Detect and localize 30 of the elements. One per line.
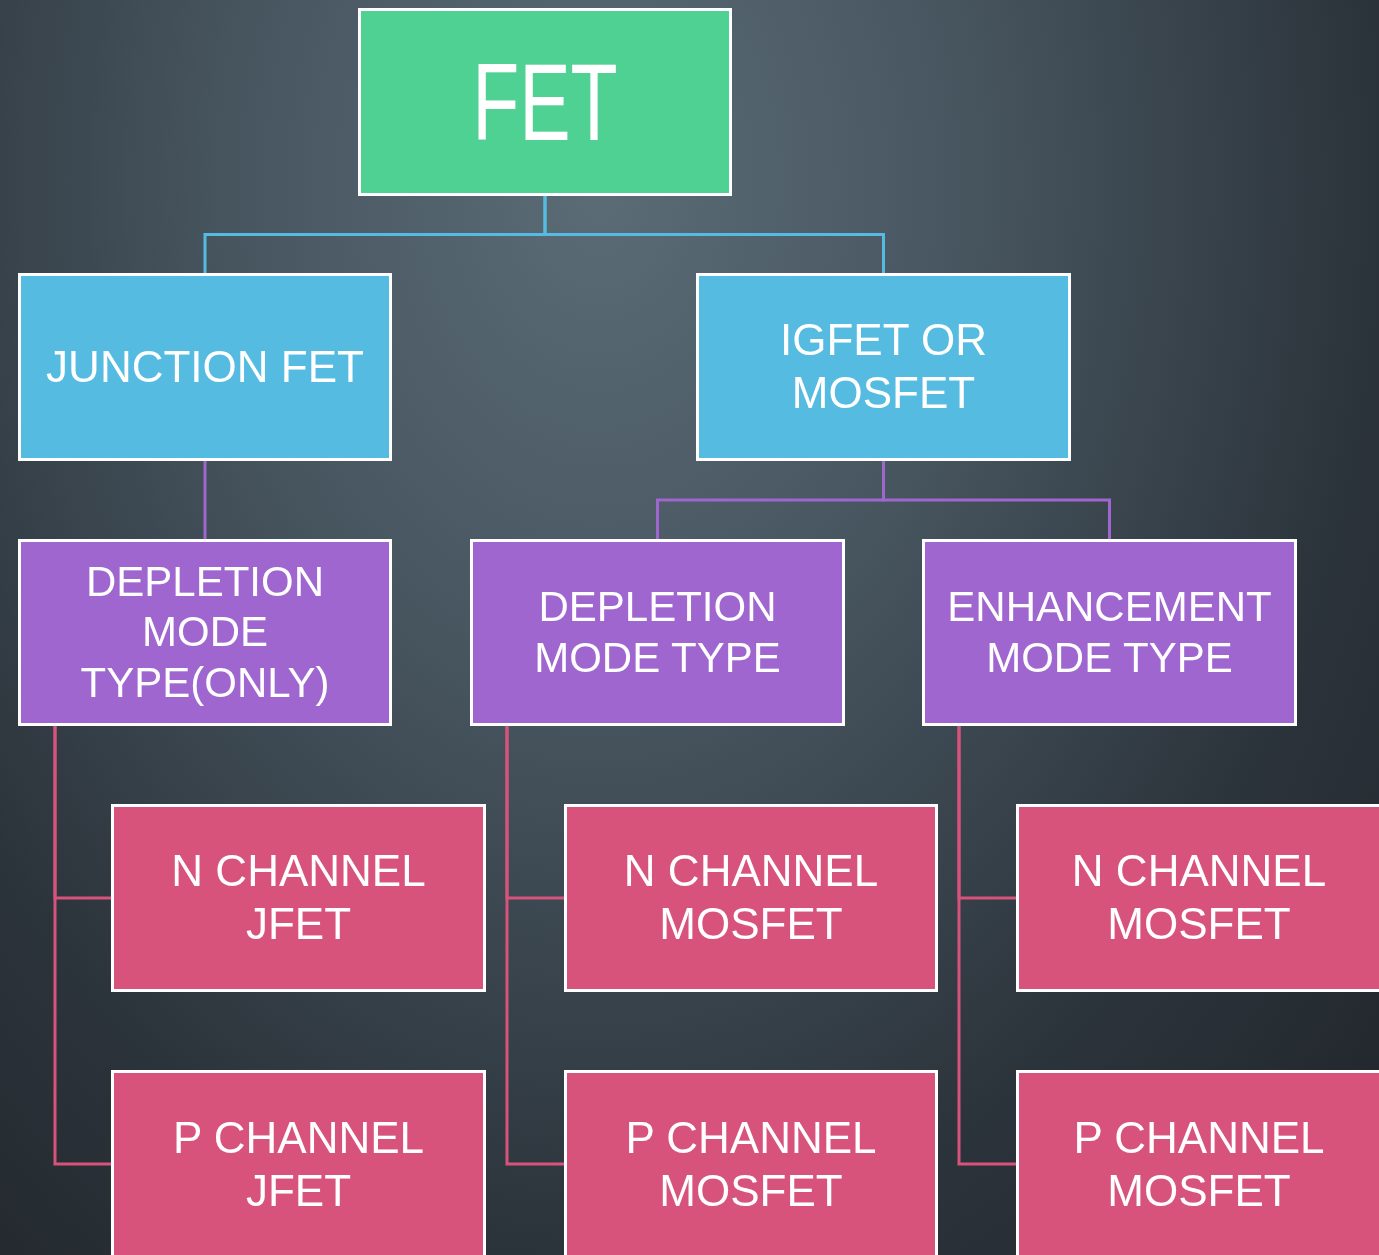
box-label: DEPLETION MODE TYPE(ONLY) [79, 556, 331, 708]
title-box [358, 8, 732, 196]
box-label: FET [471, 39, 619, 165]
connector-line [505, 726, 564, 1166]
category-box [18, 273, 392, 461]
box-label: ENHANCEMENT MODE TYPE [946, 582, 1273, 683]
device-box [111, 804, 486, 992]
category-box [696, 273, 1071, 461]
device-box [1016, 804, 1379, 992]
connector-line [882, 461, 1111, 539]
box-label: JUNCTION FET [45, 340, 365, 393]
mode-box [470, 539, 845, 726]
connector-line [53, 726, 111, 1166]
connector-line [543, 196, 885, 273]
box-label: N CHANNEL MOSFET [1070, 845, 1328, 950]
box-label: P CHANNEL MOSFET [624, 1112, 878, 1217]
connector-line [203, 461, 207, 539]
mode-box [922, 539, 1297, 726]
device-box [1016, 1070, 1379, 1255]
box-label: N CHANNEL JFET [170, 845, 427, 950]
box-label: P CHANNEL JFET [171, 1112, 425, 1217]
device-box [111, 1070, 486, 1255]
connector-line [957, 726, 1016, 1166]
mode-box [18, 539, 392, 726]
device-box [564, 804, 938, 992]
box-label: P CHANNEL MOSFET [1072, 1112, 1326, 1217]
box-label: DEPLETION MODE TYPE [533, 582, 782, 683]
box-label: N CHANNEL MOSFET [622, 845, 880, 950]
device-box [564, 1070, 938, 1255]
box-label: IGFET OR MOSFET [779, 314, 988, 419]
